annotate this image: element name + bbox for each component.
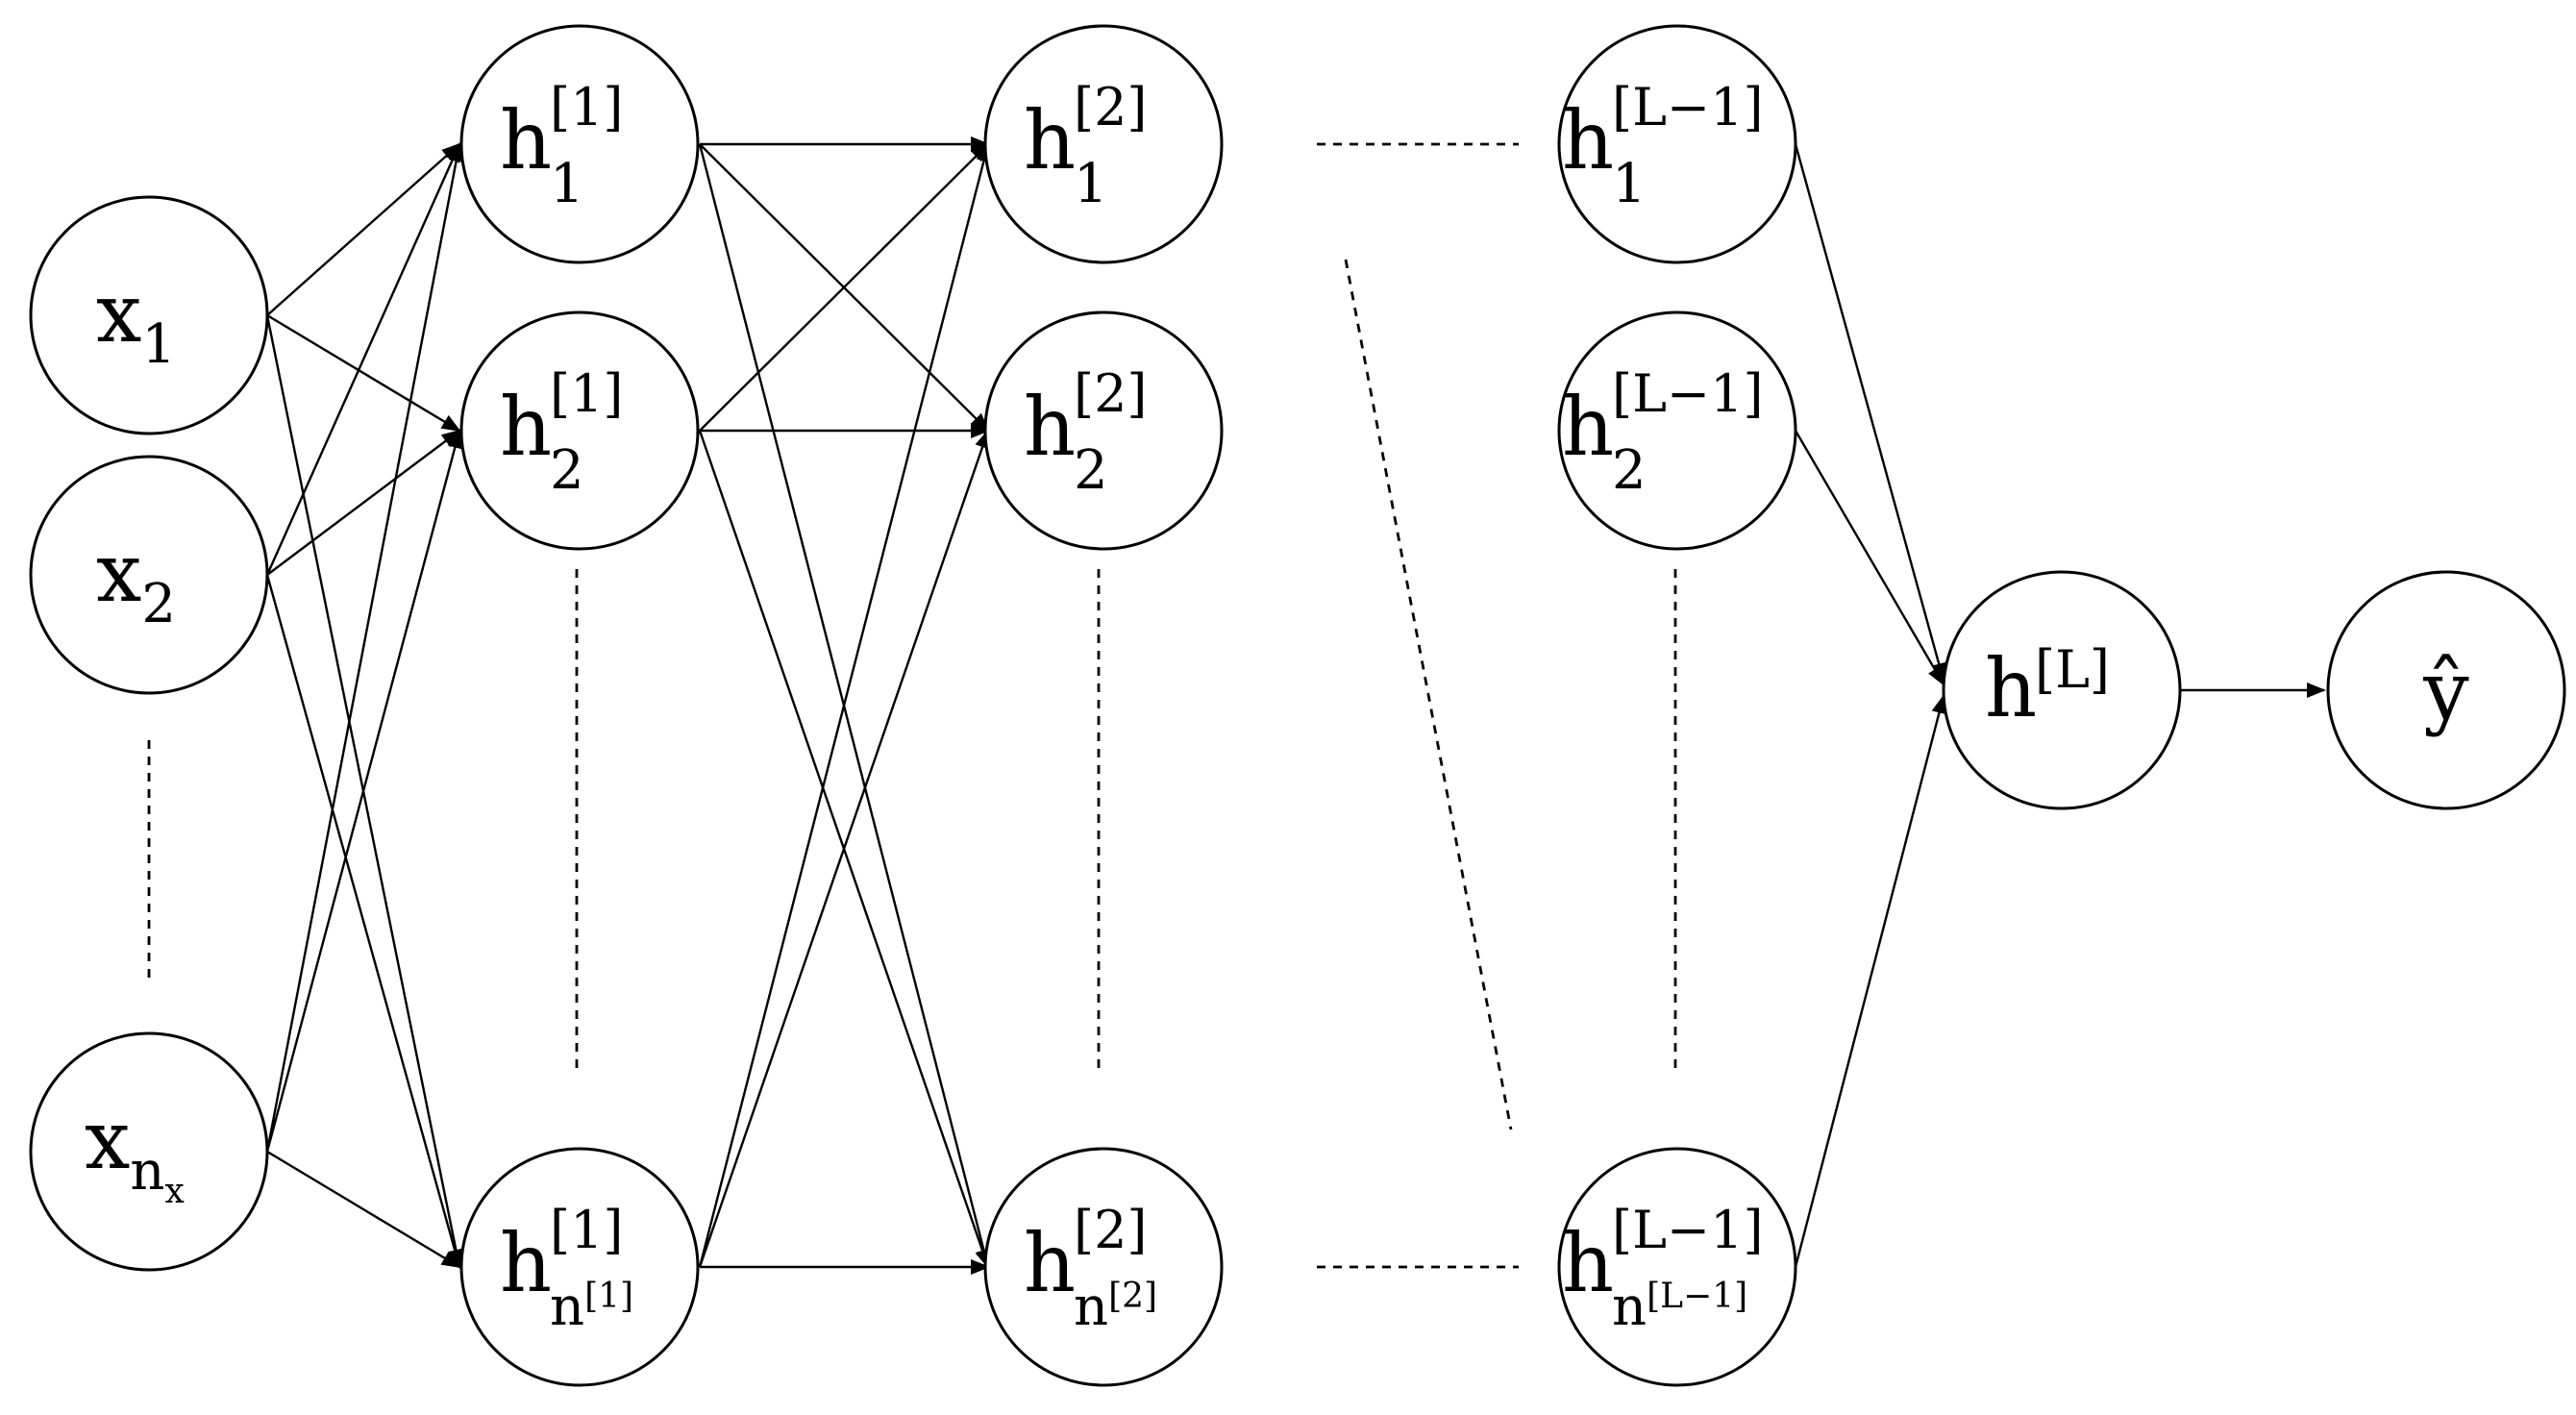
- label-hL1-1-sup: [L−1]: [1612, 77, 1764, 137]
- ellipsis-lines: [147, 142, 1677, 1269]
- edges-layer1-to-layer2: [698, 137, 992, 1275]
- label-h1-n-sub: n[1]: [550, 1276, 633, 1338]
- node-h2-2: [983, 310, 1224, 551]
- label-hL1-n-sup: [L−1]: [1612, 1200, 1764, 1260]
- node-h1-n: [459, 1147, 700, 1387]
- label-h1-2-sup: [1]: [550, 363, 624, 424]
- label-h1-2-sub: 2: [550, 439, 584, 502]
- node-hL1-2: [1557, 310, 1797, 551]
- label-hL1-2-sup: [L−1]: [1612, 363, 1764, 424]
- node-hL1-n: [1557, 1147, 1797, 1387]
- node-x2: [29, 455, 269, 695]
- label-x2: x2: [96, 526, 176, 635]
- label-h2-n: h: [1024, 1216, 1076, 1310]
- label-hL: h: [1985, 641, 2037, 735]
- edges-input-to-layer1: [265, 142, 464, 1269]
- label-h2-1-sub: 1: [1074, 153, 1108, 215]
- label-h2-n-sup: [2]: [1074, 1200, 1148, 1260]
- label-hL1-1-sub: 1: [1612, 153, 1647, 215]
- node-x1: [29, 195, 269, 435]
- label-h1-n-sup: [1]: [550, 1200, 624, 1260]
- label-yhat: ŷ: [2422, 644, 2469, 738]
- label-hL1-n-sub: n[L−1]: [1612, 1276, 1747, 1338]
- label-h2-n-sub: n[2]: [1074, 1276, 1157, 1338]
- label-h2-1-sup: [2]: [1074, 77, 1148, 137]
- label-hL1-n: h: [1562, 1216, 1614, 1310]
- node-circles: [29, 24, 2566, 1387]
- label-h2-2-sub: 2: [1074, 439, 1108, 502]
- label-h1-n: h: [500, 1216, 552, 1310]
- label-xnx: xnx: [85, 1093, 185, 1211]
- label-x1: x1: [96, 266, 176, 376]
- node-xnx: [29, 1031, 269, 1272]
- label-h1-1-sup: [1]: [550, 77, 624, 137]
- node-h2-n: [983, 1147, 1224, 1387]
- node-hL: [1942, 570, 2182, 810]
- label-hL1-1: h: [1562, 93, 1614, 187]
- node-hL1-1: [1557, 24, 1797, 264]
- node-yhat: [2326, 570, 2566, 810]
- node-h2-1: [983, 24, 1224, 264]
- label-h1-1-sub: 1: [550, 153, 584, 215]
- label-h2-2-sup: [2]: [1074, 363, 1148, 424]
- label-hL-sup: [L]: [2035, 639, 2110, 700]
- edges-layerL1-to-output: [1794, 143, 2326, 1268]
- node-h1-1: [459, 24, 700, 264]
- node-labels: x1 x2 xnx h [1] 1 h [1] 2 h [1] n[1]: [85, 77, 2469, 1338]
- label-h2-2: h: [1024, 380, 1076, 474]
- label-hL1-2: h: [1562, 380, 1614, 474]
- label-h1-2: h: [500, 380, 552, 474]
- label-h1-1: h: [500, 93, 552, 187]
- node-h1-2: [459, 310, 700, 551]
- label-h2-1: h: [1024, 93, 1076, 187]
- label-hL1-2-sub: 2: [1612, 439, 1647, 502]
